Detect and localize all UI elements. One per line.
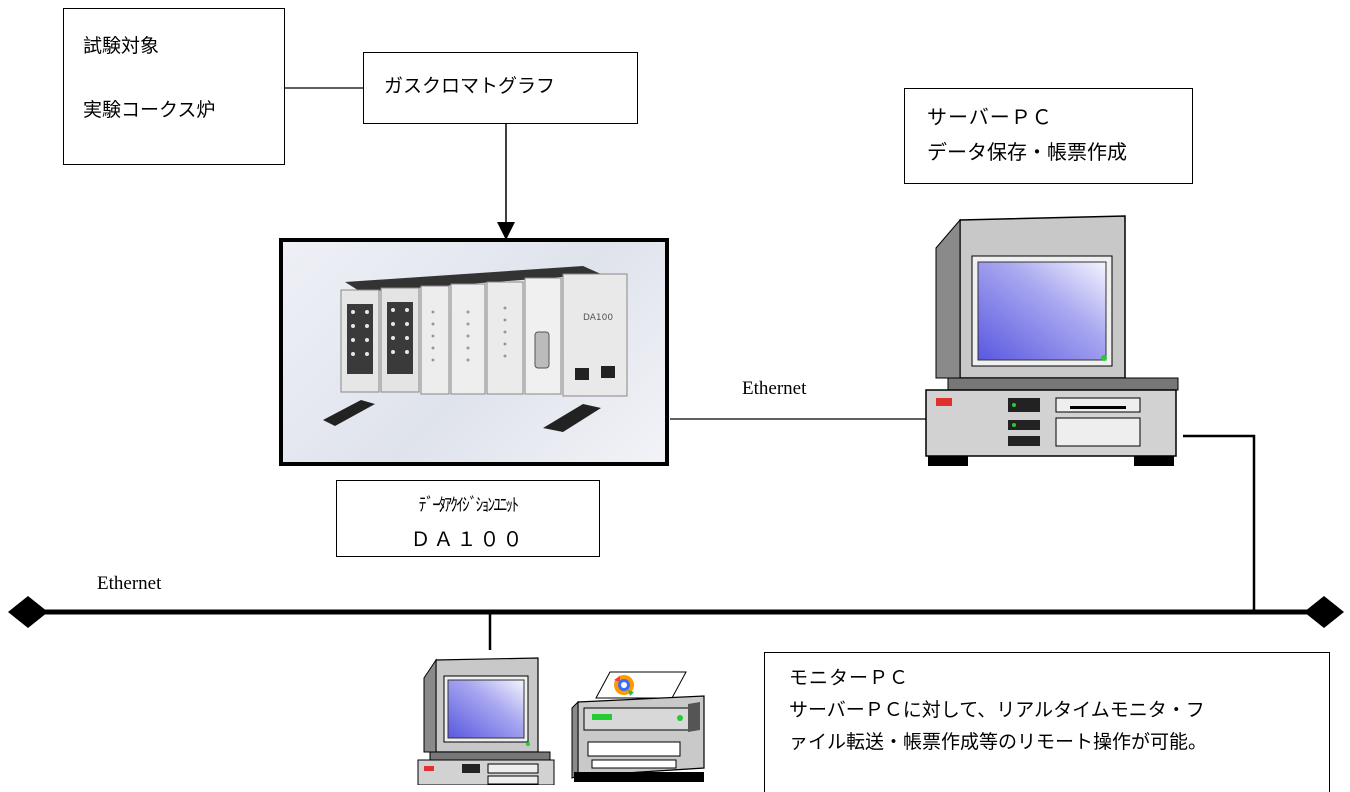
test-target-name: 実験コークス炉: [83, 99, 216, 121]
monitor-pc-description-line1: サーバーＰＣに対して、リアルタイムモニタ・フ: [789, 699, 1205, 721]
ethernet-link-label: Ethernet: [742, 378, 807, 399]
server-to-bus-line: [1183, 434, 1256, 610]
gas-chromatograph-box: ガスクロマトグラフ: [363, 52, 638, 124]
monitor-pc-box: モニターＰＣ サーバーＰＣに対して、リアルタイムモニタ・フ ァイル転送・帳票作成…: [764, 652, 1330, 792]
arrow-head: [497, 222, 515, 240]
bus-right-diamond: [1304, 596, 1344, 628]
server-pc-description: データ保存・帳票作成: [927, 140, 1127, 164]
daq-unit-label-box: ﾃﾞｰﾀｱｸｲｼﾞｼｮﾝﾕﾆｯﾄ ＤＡ１００: [336, 480, 600, 557]
server-pc-box: サーバーＰＣ データ保存・帳票作成: [904, 88, 1193, 184]
color-printer-icon: [571, 671, 705, 782]
test-target-title: 試験対象: [83, 35, 160, 57]
ethernet-bus-label: Ethernet: [97, 573, 162, 594]
daq-device-marking: DA100: [583, 313, 613, 323]
monitor-desktop-computer-icon: [417, 657, 555, 785]
monitor-pc-title: モニターＰＣ: [789, 667, 910, 689]
server-desktop-computer-icon: [925, 215, 1179, 466]
bus-left-diamond: [8, 596, 48, 628]
test-target-box: 試験対象 実験コークス炉: [63, 8, 285, 165]
daq-unit-name: ﾃﾞｰﾀｱｸｲｼﾞｼｮﾝﾕﾆｯﾄ: [418, 495, 519, 516]
gas-chromatograph-label: ガスクロマトグラフ: [384, 75, 556, 97]
server-pc-title: サーバーＰＣ: [927, 105, 1053, 129]
monitor-pc-description-line2: ァイル転送・帳票作成等のリモート操作が可能。: [789, 731, 1208, 753]
daq-hardware-illustration: DA100: [323, 266, 628, 432]
daq-unit-photo: DA100: [279, 238, 669, 466]
daq-unit-model: ＤＡ１００: [410, 527, 526, 551]
